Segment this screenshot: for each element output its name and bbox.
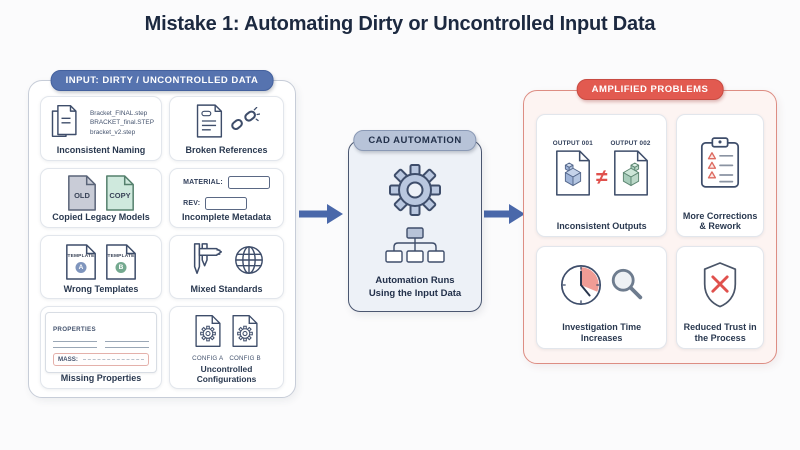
card-label: Broken References	[185, 145, 268, 155]
card-label: Investigation Time Increases	[562, 322, 642, 344]
input-cards-grid: Bracket_FINAL.step BRACKET_final.STEP br…	[40, 96, 284, 390]
gear-icon	[387, 162, 443, 223]
problems-panel: AMPLIFIED PROBLEMS OUTPUT 001	[523, 79, 777, 364]
mass-highlight-field: MASS:	[53, 353, 149, 367]
globe-icon	[232, 243, 266, 282]
output-002-file-icon	[611, 149, 651, 202]
document-icon	[194, 103, 224, 144]
card-broken-references: Broken References	[169, 96, 284, 161]
output-002-label: OUTPUT 002	[610, 139, 651, 147]
stacked-documents-icon	[48, 102, 84, 145]
shield-x-icon	[698, 260, 742, 315]
card-reduced-trust: Reduced Trust in the Process	[676, 246, 764, 349]
copy-file-label: COPY	[109, 190, 131, 200]
card-inconsistent-outputs: OUTPUT 001	[536, 114, 668, 238]
old-file-icon: OLD	[66, 174, 98, 212]
problems-cards-grid: OUTPUT 001	[536, 114, 764, 349]
card-wrong-templates: TEMPLATE A TEMPLATE B Wrong Templates	[40, 234, 162, 300]
card-label: Copied Legacy Models	[52, 211, 150, 222]
properties-title: PROPERTIES	[53, 326, 96, 334]
page-title: Mistake 1: Automating Dirty or Uncontrol…	[144, 13, 656, 35]
copy-file-icon: COPY	[104, 174, 136, 212]
card-uncontrolled-configurations: CONFIG A	[169, 306, 284, 390]
file-name: BRACKET_final.STEP	[90, 119, 154, 127]
card-label: Reduced Trust in the Process	[683, 322, 757, 344]
flowchart-icon	[382, 225, 448, 270]
card-copied-legacy-models: OLD COPY Copied Legacy Models	[40, 167, 162, 228]
automation-caption: Automation Runs Using the Input Data	[368, 275, 462, 300]
card-label: Mixed Standards	[190, 283, 263, 294]
broken-link-icon	[230, 106, 261, 140]
card-missing-properties: PROPERTIES MASS: Missing Properties	[40, 306, 162, 390]
properties-panel-graphic: PROPERTIES MASS:	[45, 312, 157, 374]
input-panel-header: INPUT: DIRTY / UNCONTROLLED DATA	[50, 70, 274, 91]
config-a-label: CONFIG A	[192, 355, 224, 363]
material-empty-field	[227, 175, 270, 189]
config-a-file-icon	[193, 314, 223, 353]
magnifier-icon	[608, 266, 646, 309]
clock-icon	[558, 262, 604, 313]
template-b-file-icon: TEMPLATE B	[104, 243, 138, 281]
template-a-file-icon: TEMPLATE A	[64, 243, 98, 281]
arrow-input-to-automation	[299, 202, 344, 231]
input-panel: INPUT: DIRTY / UNCONTROLLED DATA B	[28, 70, 296, 398]
card-label: Incomplete Metadata	[181, 211, 272, 222]
card-incomplete-metadata: MATERIAL: REV: Incomplete Metadata	[169, 167, 284, 228]
card-investigation-time: Investigation Time Increases	[536, 246, 668, 349]
automation-panel-header: CAD AUTOMATION	[353, 130, 477, 151]
mass-field-label: MASS:	[58, 356, 78, 364]
card-label: More Corrections & Rework	[682, 210, 758, 232]
card-label: Inconsistent Outputs	[556, 221, 647, 232]
template-file-label: TEMPLATE	[67, 254, 95, 260]
card-inconsistent-naming: Bracket_FINAL.step BRACKET_final.STEP br…	[40, 96, 162, 161]
file-name: Bracket_FINAL.step	[90, 109, 148, 117]
output-001-file-icon	[553, 149, 593, 202]
rev-empty-field	[205, 196, 248, 210]
template-file-label: TEMPLATE	[107, 254, 135, 260]
arrow-automation-to-problems	[484, 202, 526, 231]
card-label: Uncontrolled Configurations	[196, 364, 257, 385]
card-label: Wrong Templates	[63, 283, 139, 294]
template-variant-b: B	[115, 262, 127, 274]
card-more-corrections: More Corrections & Rework	[676, 114, 764, 238]
cad-automation-panel: CAD AUTOMATION	[348, 130, 482, 312]
rev-field-label: REV:	[183, 199, 201, 207]
not-equal-symbol: ≠	[595, 166, 608, 190]
card-label: Inconsistent Naming	[56, 145, 146, 155]
material-field-label: MATERIAL:	[183, 178, 223, 186]
config-b-label: CONFIG B	[229, 355, 261, 363]
template-variant-a: A	[75, 262, 87, 274]
caliper-icon	[188, 241, 226, 284]
problems-panel-header: AMPLIFIED PROBLEMS	[576, 79, 724, 100]
card-label: Missing Properties	[60, 373, 142, 384]
card-mixed-standards: Mixed Standards	[169, 234, 284, 300]
file-name: bracket_v2.step	[90, 128, 136, 136]
old-file-label: OLD	[74, 190, 90, 200]
clipboard-warning-icon	[698, 136, 742, 195]
config-b-file-icon	[230, 314, 260, 353]
output-001-label: OUTPUT 001	[552, 139, 593, 147]
